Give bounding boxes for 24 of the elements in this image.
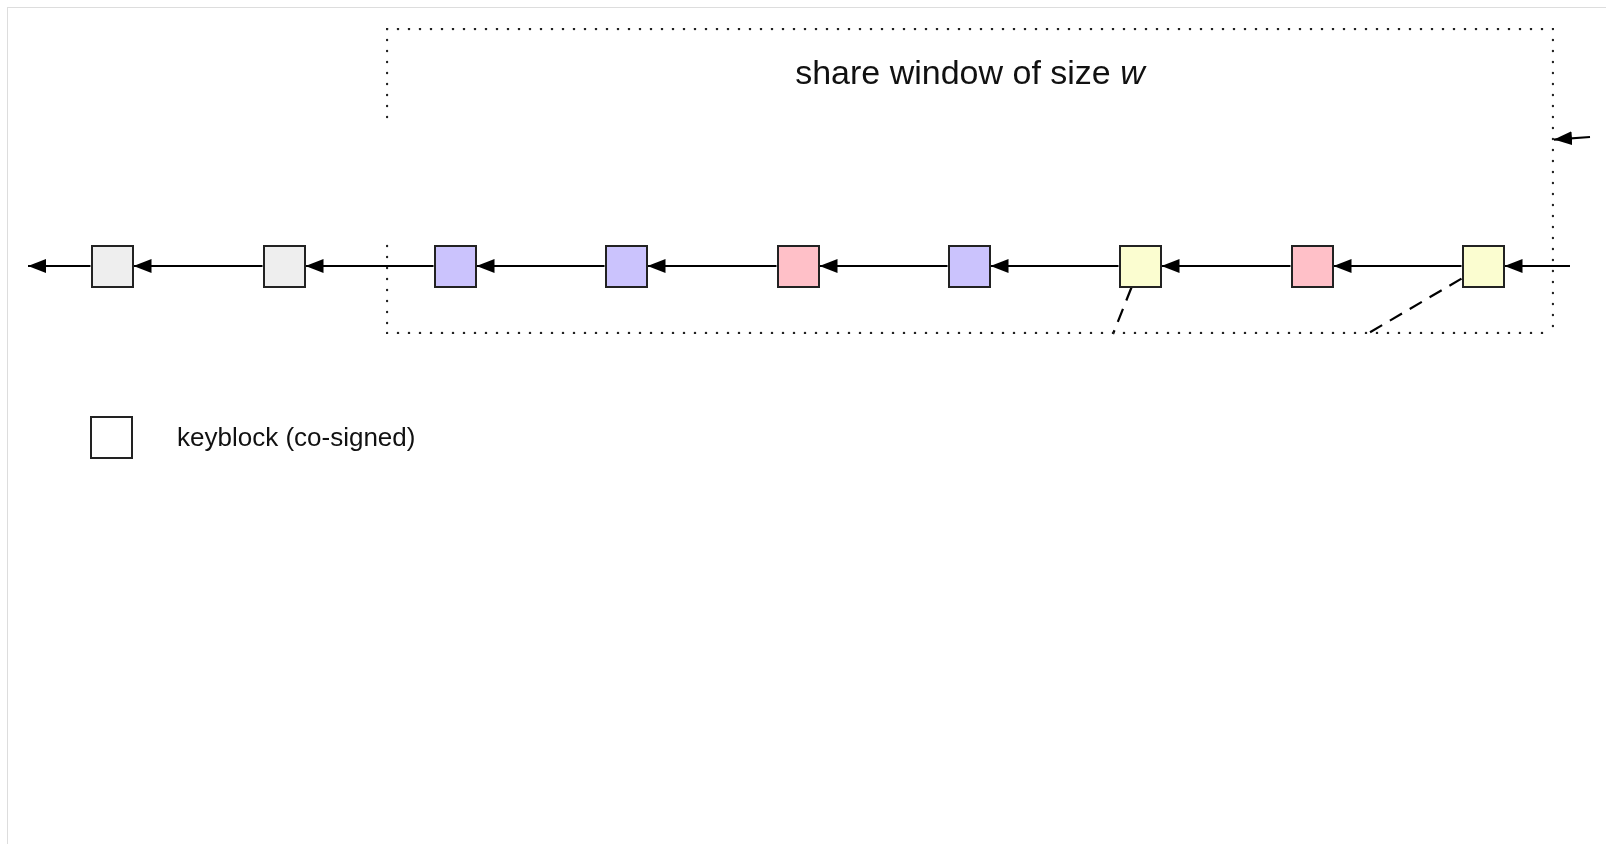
arrow xyxy=(819,259,948,273)
legend-label: keyblock (co-signed) xyxy=(177,421,416,454)
window-frame xyxy=(386,28,1554,334)
arrow xyxy=(133,259,263,273)
connector-line xyxy=(1111,287,1133,335)
arrow xyxy=(1553,131,1591,146)
arrow xyxy=(1333,259,1462,273)
arrow xyxy=(1504,259,1570,273)
block-box xyxy=(1290,244,1334,288)
arrow xyxy=(305,259,434,273)
arrow xyxy=(1161,259,1291,273)
block-box xyxy=(262,244,306,288)
block-box xyxy=(1118,244,1162,288)
block-box xyxy=(947,244,991,288)
arrow xyxy=(476,259,605,273)
window-title: share window of size w xyxy=(795,52,1145,93)
block-box xyxy=(433,244,477,288)
arrow xyxy=(647,259,777,273)
arrow xyxy=(28,259,91,273)
block-box xyxy=(604,244,648,288)
block-box xyxy=(776,244,820,288)
arrow xyxy=(990,259,1119,273)
block-box xyxy=(1461,244,1505,288)
block-box xyxy=(90,244,134,288)
